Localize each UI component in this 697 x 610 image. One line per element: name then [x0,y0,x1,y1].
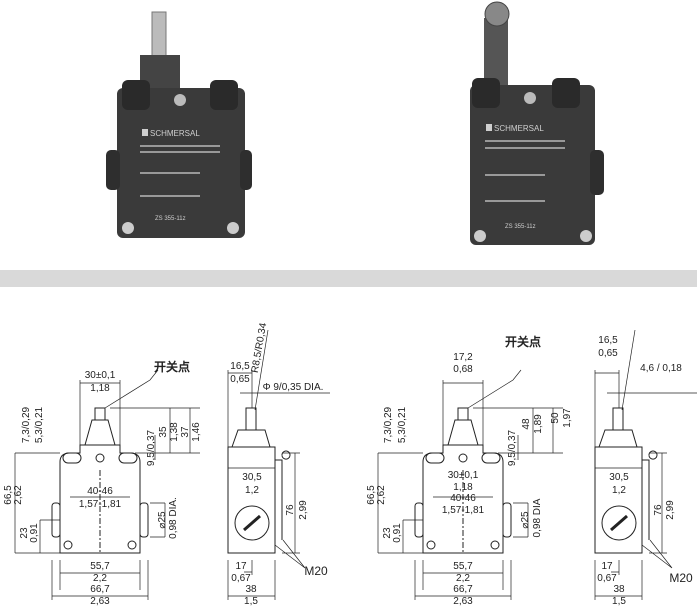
roller-switch-photo: SCHMERSAL ZS 355-11z [470,1,604,245]
dim-label: 2,63 [90,596,110,607]
dim-label: 17 [235,561,247,572]
dim-label: 0,67 [231,573,251,584]
dim-label: 55,7 [90,561,110,572]
dim-label: ⌀25 [157,511,168,529]
dim-label: 0,98 DIA [532,498,543,538]
dim-label: 55,7 [453,561,473,572]
dim-label: 48 [521,418,532,430]
dim-label: 1,5 [612,596,626,607]
side-view-plunger [227,329,330,600]
dim-label: 17,2 [453,352,473,363]
dim-label: 76 [653,504,664,516]
dim-label: 2,63 [453,596,473,607]
dim-label: 1,38 [169,422,180,442]
dim-label: 1,18 [90,383,110,394]
dim-label: 0,91 [29,523,40,543]
dim-label: 2,99 [665,500,676,520]
dim-label: ⌀25 [520,511,531,529]
dim-label: 50 [550,412,561,424]
left-photo-model: ZS 355-11z [155,216,186,222]
dim-label: 1,97 [562,408,573,428]
dim-label: 1,89 [533,414,544,434]
dim-label: 17 [601,561,613,572]
dim-label: 30±0,1 [84,370,116,381]
dim-label: 2,2 [93,573,107,584]
dim-label: 38 [613,584,625,595]
dim-label: 66,7 [453,584,473,595]
dim-label: 5,3/0,21 [397,406,408,444]
dim-label: 1,2 [612,485,626,496]
left-photo-brand: SCHMERSAL [150,129,200,138]
dim-label: 2,62 [13,485,24,505]
dim-label: 7,3/0,29 [383,406,394,444]
dim-label: 0,68 [453,364,473,375]
dim-label: 2,2 [456,573,470,584]
dim-label: 1,57-1,81 [78,499,122,510]
dim-label: 1,46 [191,422,202,442]
divider-band [0,270,697,287]
dim-label: 66,7 [90,584,110,595]
dim-label: 1,18 [453,482,473,493]
switch-point-label: 开关点 [504,335,542,349]
dim-label: 38 [245,584,257,595]
dim-label: 40-46 [87,486,113,497]
dim-label: 0,91 [392,523,403,543]
dim-label: 30,5 [242,472,262,483]
dim-label: 76 [285,504,296,516]
right-photo-model: ZS 355-11z [505,224,536,230]
dim-label: 1,57-1,81 [441,505,485,516]
switch-point-label: 开关点 [153,360,191,374]
dim-label: 7,3/0,29 [21,406,32,444]
dim-label: 0,65 [598,348,618,359]
dim-label: 4,6 / 0,18 [640,363,682,374]
photo-plunger-switch: SCHMERSAL ZS 355-11z SCHMERSAL ZS 355-11… [106,1,604,245]
dim-label: 1,2 [245,485,259,496]
dim-label: 0,67 [597,573,617,584]
dim-label: 30,5 [609,472,629,483]
dim-label: 9,5/0,37 [146,429,157,467]
dim-label: 30±0,1 [447,470,479,481]
dim-label: 2,62 [376,485,387,505]
dim-label: 1,5 [244,596,258,607]
dim-label: Φ 9/0,35 DIA. [262,382,324,393]
thread-label: M20 [669,571,693,585]
front-view-plunger [14,369,200,600]
dim-label: 5,3/0,21 [34,406,45,444]
dim-label: 16,5 [598,335,618,346]
right-photo-brand: SCHMERSAL [494,124,544,133]
dim-label: 37 [180,426,191,438]
dim-label: 40-46 [450,493,476,504]
dim-label: 2,99 [298,500,309,520]
dim-label: 0,65 [230,374,250,385]
dim-label: 35 [158,426,169,438]
dim-label: 16,5 [230,361,250,372]
thread-label: M20 [304,564,328,578]
dim-label: 9,5/0,37 [507,429,518,467]
plunger-switch-photo: SCHMERSAL ZS 355-11z [106,11,252,238]
dim-label: 0,98 DIA. [168,497,179,539]
